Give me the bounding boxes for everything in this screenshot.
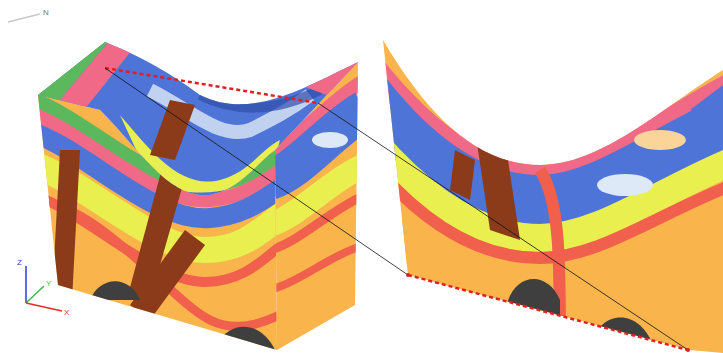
y-axis (26, 286, 44, 303)
correspondence-line (105, 68, 408, 275)
x-axis (26, 303, 62, 311)
corner-dot (406, 273, 410, 277)
correspondence-line (318, 103, 688, 350)
cross-section-panel (360, 35, 723, 353)
axis-label: Z (17, 258, 22, 267)
axis-label: X (64, 308, 69, 317)
north-arrow (8, 14, 40, 22)
axis-label: Y (46, 279, 51, 288)
z-axis (25, 266, 27, 303)
corner-dot (686, 348, 690, 352)
north-label: N (43, 8, 49, 17)
section-trace (408, 275, 688, 350)
block-top-surface (30, 35, 365, 205)
section-trace (105, 68, 318, 103)
